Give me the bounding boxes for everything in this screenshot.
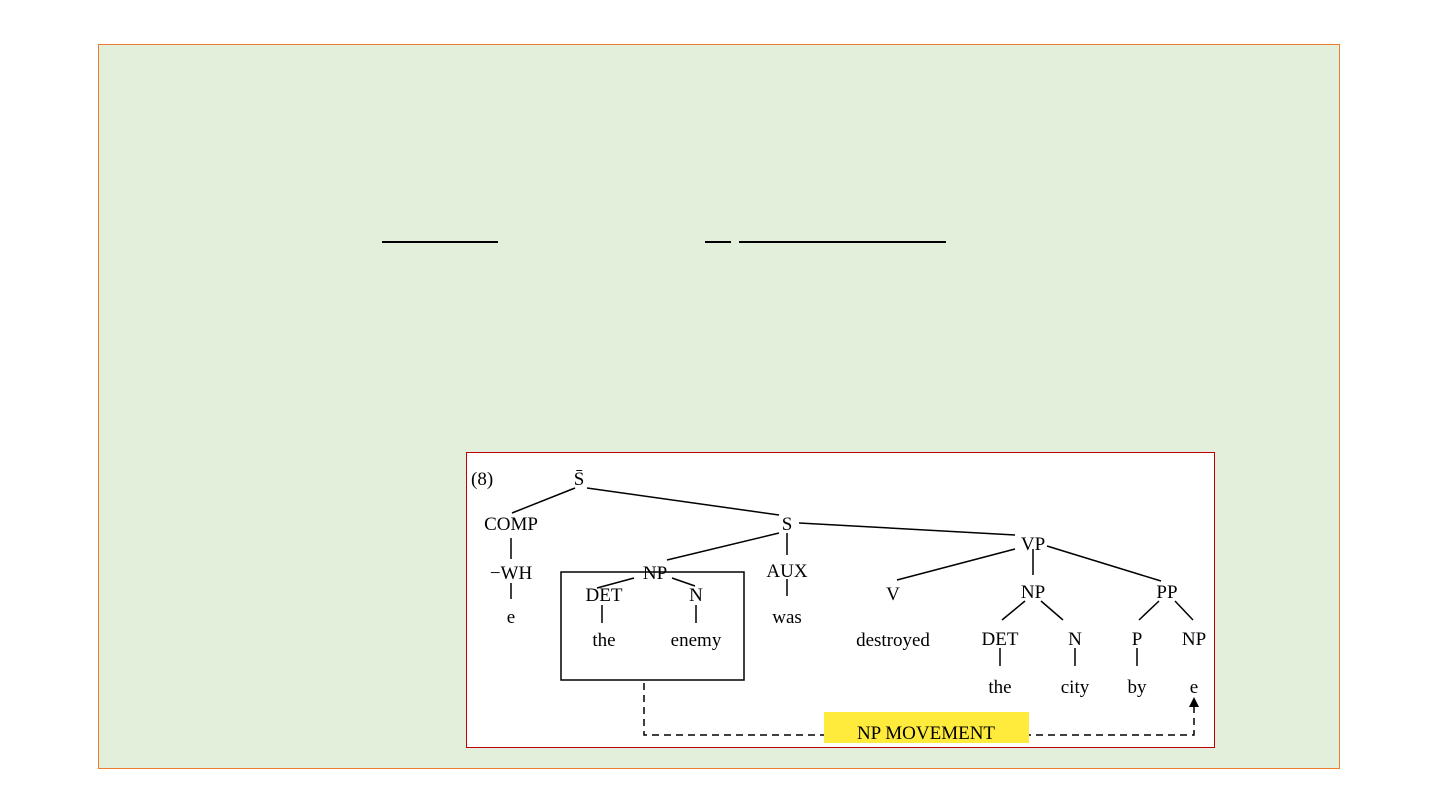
node-np-by: NP [1182,629,1206,650]
word-by: by [1128,677,1148,698]
word-enemy: enemy [671,630,722,651]
figure-number: (8) [471,469,493,490]
subject-np-box [560,571,745,681]
word-was: was [772,607,802,628]
node-det-object: DET [982,629,1019,650]
node-comp-e: e [507,607,515,628]
node-n-subject: N [689,585,703,606]
node-vp: VP [1021,534,1045,555]
node-det-subject: DET [586,585,623,606]
node-wh: −WH [490,563,533,584]
blank-underline-1 [382,241,498,243]
movement-arrowhead [1189,697,1199,707]
movement-label-highlight [824,712,1029,743]
word-city: city [1061,677,1090,698]
node-np-subject: NP [643,563,667,584]
node-s-bar: S̄ [574,469,585,490]
word-the-object: the [988,677,1011,698]
movement-label: NP MOVEMENT [857,723,995,744]
node-aux: AUX [766,561,807,582]
node-n-object: N [1068,629,1082,650]
word-by-e: e [1190,677,1198,698]
node-v: V [886,584,900,605]
node-np-object: NP [1021,582,1045,603]
word-the-subject: the [592,630,615,651]
blank-underline-3 [739,241,946,243]
tree-branches [510,487,1194,666]
word-destroyed: destroyed [856,630,930,651]
node-s: S [782,514,793,535]
syntax-tree-svg: (8) S̄ COMP −WH e S NP DET N the enemy A… [471,469,1206,744]
blank-underline-2 [705,241,731,243]
node-pp: PP [1156,582,1177,603]
node-p: P [1132,629,1143,650]
syntax-tree-figure: (8) S̄ COMP −WH e S NP DET N the enemy A… [466,452,1215,748]
node-comp: COMP [484,514,538,535]
